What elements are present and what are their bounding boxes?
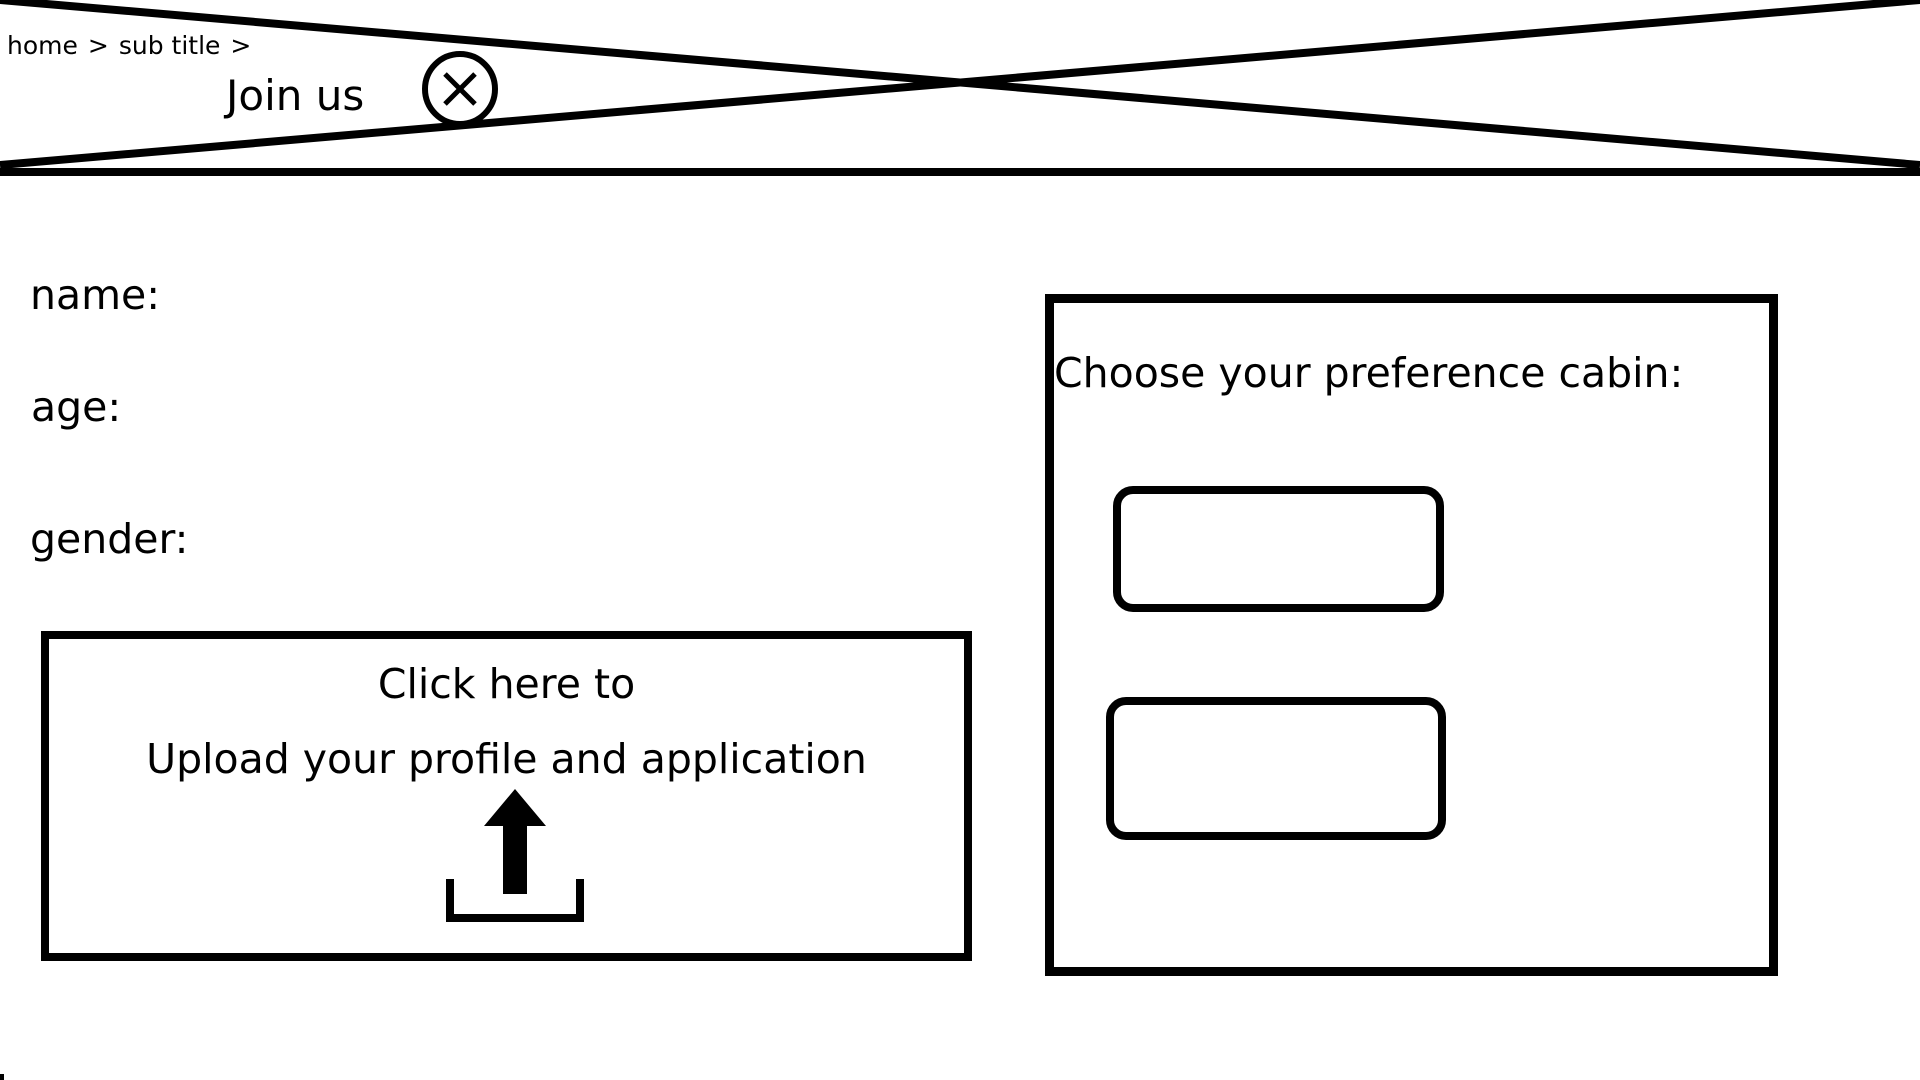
gender-label: gender: xyxy=(30,515,189,563)
page-title: Join us xyxy=(226,71,365,120)
breadcrumb-separator: > xyxy=(87,31,109,60)
upload-instruction-line1: Click here to xyxy=(377,660,636,708)
cabin-heading: Choose your preference cabin: xyxy=(1054,349,1684,397)
close-circle-icon xyxy=(422,51,498,127)
header: home > sub title > Join us xyxy=(0,0,1920,180)
age-label: age: xyxy=(31,383,122,431)
cabin-option-2[interactable] xyxy=(1106,697,1446,840)
upload-icon xyxy=(436,781,594,927)
upload-instruction-line2: Upload your profile and application xyxy=(146,735,867,783)
breadcrumb-separator: > xyxy=(230,31,252,60)
cabin-preference-panel: Choose your preference cabin: xyxy=(1045,294,1778,976)
upload-button[interactable]: Click here to Upload your profile and ap… xyxy=(41,631,972,961)
corner-mark xyxy=(0,1074,4,1080)
breadcrumb-home[interactable]: home xyxy=(7,31,78,60)
name-label: name: xyxy=(30,271,161,319)
breadcrumb-subtitle[interactable]: sub title xyxy=(118,31,221,60)
close-button[interactable] xyxy=(421,50,499,128)
breadcrumb: home > sub title > xyxy=(7,30,261,62)
cabin-option-1[interactable] xyxy=(1113,486,1444,612)
image-placeholder-icon xyxy=(0,0,1920,176)
